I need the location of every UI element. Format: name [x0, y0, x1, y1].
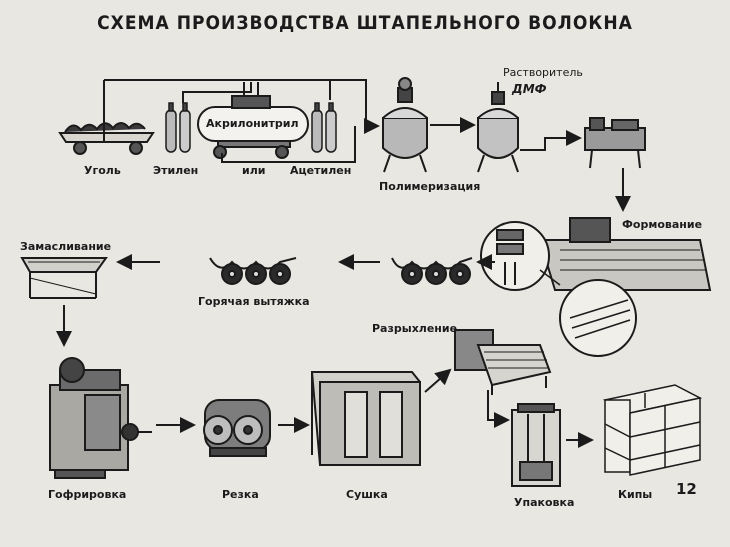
- dissolver-vessel: [477, 82, 519, 173]
- polymerization-reactor: [382, 77, 428, 173]
- label-polymerization: Полимеризация: [379, 180, 481, 193]
- arrow-to-packing: [487, 390, 510, 428]
- label-loosening: Разрыхление: [372, 322, 458, 335]
- label-acetylene: Ацетилен: [290, 164, 352, 177]
- label-or: или: [242, 164, 266, 177]
- label-acrylonitrile: Акрилонитрил: [206, 117, 299, 130]
- drying-chamber: [310, 371, 421, 466]
- label-solvent: Растворитель: [503, 66, 583, 79]
- packing-press: [511, 403, 561, 487]
- arrow-dissolver-to-filter: [520, 130, 582, 151]
- label-bales: Кипы: [618, 488, 653, 501]
- hot-drawing-rollers: [209, 257, 297, 285]
- label-oiling: Замасливание: [20, 240, 112, 253]
- cutting-machine: [203, 399, 271, 457]
- label-dmf: ДМФ: [512, 82, 547, 96]
- label-coal: Уголь: [84, 164, 121, 177]
- crimping-machine: [49, 357, 152, 479]
- label-ethylene: Этилен: [153, 164, 199, 177]
- label-packing: Упаковка: [514, 496, 575, 509]
- bales-stack: [602, 384, 703, 476]
- label-cutting: Резка: [222, 488, 259, 501]
- filter-machine: [584, 117, 646, 169]
- ethylene-cylinders: [165, 102, 191, 153]
- acetylene-cylinders: [311, 102, 337, 153]
- label-hot-drawing: Горячая вытяжка: [198, 295, 310, 308]
- loosening-rollers: [391, 257, 473, 285]
- diagram-title: СХЕМА ПРОИЗВОДСТВА ШТАПЕЛЬНОГО ВОЛОКНА: [97, 12, 633, 34]
- spinning-machine: [480, 217, 712, 357]
- feed-pipes: [104, 79, 380, 163]
- label-spinning: Формование: [622, 218, 703, 231]
- loosener-conveyor: [454, 329, 552, 395]
- oiling-bath: [20, 257, 108, 299]
- arrow-to-loosener-conveyor: [424, 368, 452, 393]
- coal-cart: [58, 80, 155, 155]
- label-drying: Сушка: [346, 488, 388, 501]
- label-crimping: Гофрировка: [48, 488, 127, 501]
- page-number: 12: [676, 480, 697, 498]
